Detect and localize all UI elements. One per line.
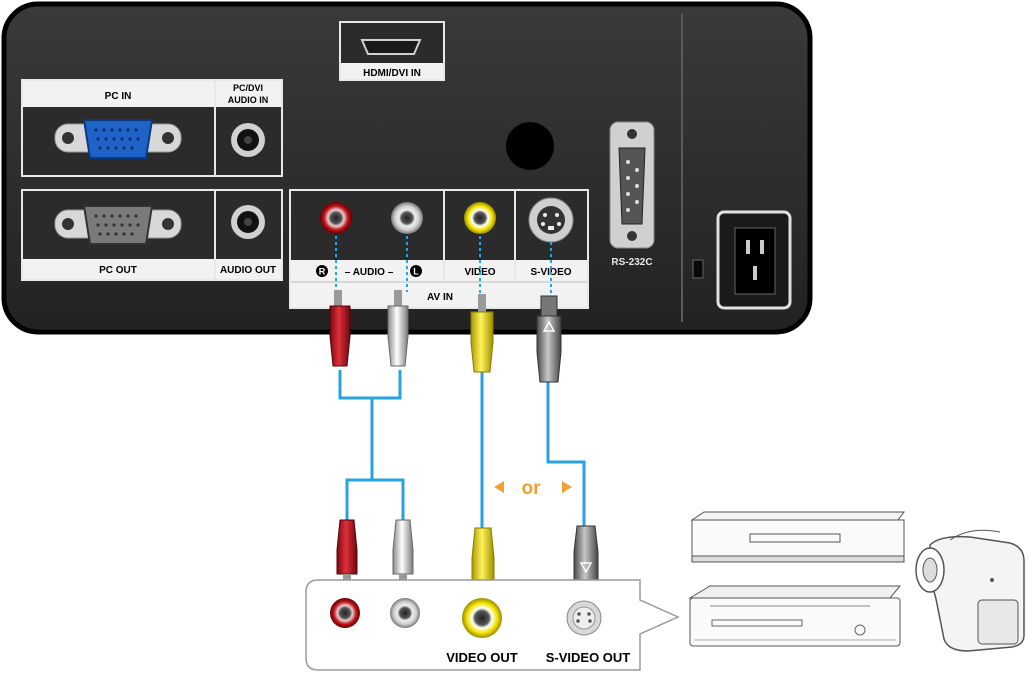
white-rca-plug-top: [387, 290, 409, 367]
rs232c-label: RS-232C: [611, 257, 652, 268]
pc-dvi-audio-label-1: PC/DVI: [233, 83, 263, 93]
audio-l-badge-text: L: [413, 267, 419, 277]
pc-in-label: PC IN: [105, 91, 132, 102]
video-out-jack: [462, 598, 502, 638]
audio-label: – AUDIO –: [345, 267, 394, 278]
pc-in-group: PC IN PC/DVI AUDIO IN: [21, 79, 283, 177]
audio-r-badge-text: R: [319, 267, 326, 277]
power-socket: [716, 210, 792, 310]
pc-dvi-audio-label-2: AUDIO IN: [228, 95, 269, 105]
rs232c-port: RS-232C: [609, 121, 655, 268]
vga-in-port: [54, 119, 182, 159]
svideo-in-jack: [528, 197, 574, 243]
yellow-rca-plug-top: [470, 294, 494, 373]
hdmi-dvi-in-port: HDMI/DVI IN: [339, 21, 445, 81]
svideo-out-jack: [566, 600, 602, 636]
red-rca-plug-top: [329, 290, 351, 367]
audio-r-in-jack: [320, 202, 352, 234]
arrow-left-icon: [494, 481, 504, 493]
audio-l-out-jack: [390, 598, 420, 628]
vga-out-port: [54, 205, 182, 245]
pc-out-label: PC OUT: [99, 265, 137, 276]
pc-audio-in-jack: [231, 123, 265, 157]
or-label: or: [522, 478, 542, 499]
video-out-label: VIDEO OUT: [446, 650, 518, 665]
av-in-group: R – AUDIO – L VIDEO S-VIDEO AV IN: [289, 189, 589, 309]
camcorder-icon: [915, 529, 1025, 652]
video-in-jack: [464, 202, 496, 234]
audio-r-badge: [316, 265, 328, 277]
cables: [338, 370, 586, 530]
audio-r-out-jack: [330, 598, 360, 628]
kensington-lock-icon: [692, 259, 704, 279]
svideo-plug-top: [536, 295, 562, 383]
pc-out-group: PC OUT AUDIO OUT: [21, 189, 283, 281]
device-output-callout: VIDEO OUT S-VIDEO OUT: [305, 579, 680, 671]
dvd-player-icon: [688, 585, 902, 647]
or-indicator: or: [494, 478, 572, 499]
hdmi-label: HDMI/DVI IN: [363, 68, 421, 79]
lens-hole-icon: [506, 122, 554, 170]
audio-l-in-jack: [391, 202, 423, 234]
audio-l-badge: [410, 265, 422, 277]
arrow-right-icon: [562, 481, 572, 493]
av-in-label: AV IN: [427, 292, 453, 303]
audio-out-label: AUDIO OUT: [220, 265, 276, 276]
audio-out-jack: [231, 205, 265, 239]
svideo-out-label: S-VIDEO OUT: [546, 650, 631, 665]
guide-dots: [335, 236, 552, 300]
vcr-icon: [690, 511, 905, 563]
